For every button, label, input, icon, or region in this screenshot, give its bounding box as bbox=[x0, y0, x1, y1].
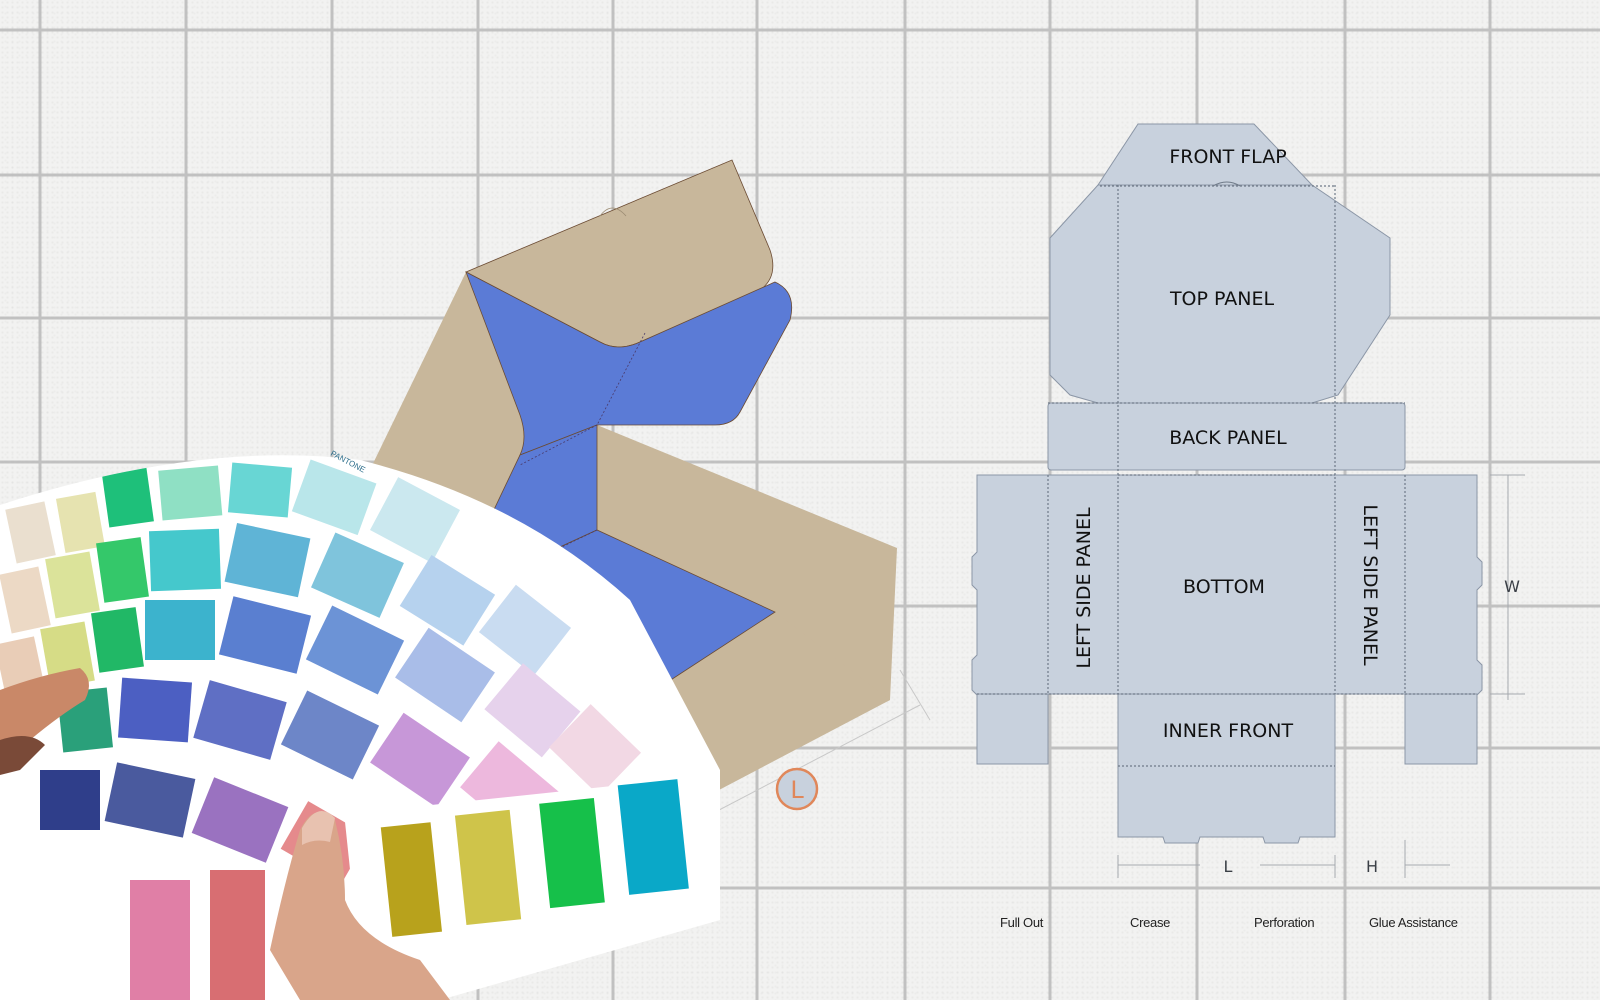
dimension-lines bbox=[1117, 474, 1525, 878]
swatch-row-3 bbox=[0, 596, 581, 758]
front-swatch-card bbox=[344, 777, 706, 944]
label-left-side-panel-a: LEFT SIDE PANEL bbox=[1073, 507, 1095, 669]
dimension-width: W bbox=[1504, 577, 1520, 596]
swatch-row-4 bbox=[57, 677, 642, 839]
label-front-flap: FRONT FLAP bbox=[1169, 146, 1286, 168]
swatch-row-1 bbox=[5, 459, 460, 564]
swatch-row-bottom bbox=[130, 870, 265, 1000]
legend-crease: Crease bbox=[1130, 915, 1171, 930]
label-bottom: BOTTOM bbox=[1183, 576, 1265, 598]
swatch-row-5 bbox=[40, 762, 369, 884]
panel-back-tabs bbox=[1047, 402, 1406, 471]
label-back-panel: BACK PANEL bbox=[1169, 427, 1287, 449]
legend-full-out: Full Out bbox=[1000, 915, 1044, 930]
panel-inner-front bbox=[1117, 693, 1336, 844]
swatch-row-2 bbox=[0, 522, 572, 676]
hand-illustration bbox=[0, 668, 450, 1000]
label-left-side-panel-b: LEFT SIDE PANEL bbox=[1359, 504, 1381, 666]
length-marker: L bbox=[775, 767, 819, 811]
legend-perforation: Perforation bbox=[1254, 915, 1315, 930]
dimension-length: L bbox=[1224, 857, 1233, 876]
label-inner-front: INNER FRONT bbox=[1163, 720, 1294, 742]
legend-glue-assistance: Glue Assistance bbox=[1369, 915, 1458, 930]
svg-text:L: L bbox=[790, 776, 804, 804]
dimension-height: H bbox=[1366, 857, 1378, 876]
label-top-panel: TOP PANEL bbox=[1169, 288, 1275, 310]
